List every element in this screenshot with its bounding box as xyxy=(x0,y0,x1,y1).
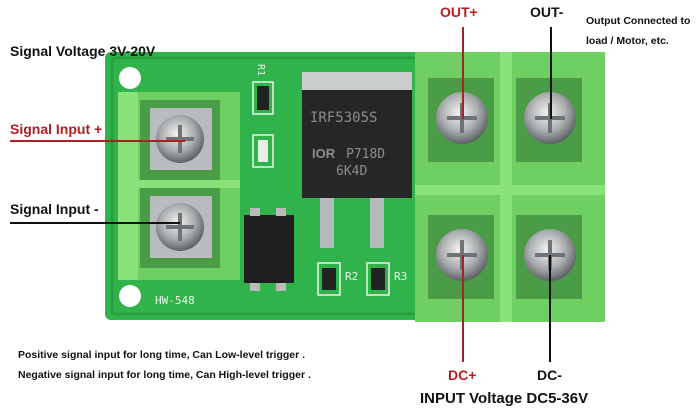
dc-minus-pointer xyxy=(549,255,551,362)
out-plus-pointer xyxy=(462,27,464,119)
out-minus-pointer xyxy=(550,27,552,119)
svg-text:R2: R2 xyxy=(345,270,358,283)
power-terminal-blocks xyxy=(415,52,605,322)
dc-minus-label: DC- xyxy=(537,367,562,383)
dc-plus-label: DC+ xyxy=(448,367,477,383)
svg-text:IRF5305S: IRF5305S xyxy=(310,110,377,126)
signal-voltage-label: Signal Voltage 3V-20V xyxy=(10,43,156,59)
trigger-note-line1: Positive signal input for long time, Can… xyxy=(18,349,306,361)
input-voltage-label: INPUT Voltage DC5-36V xyxy=(420,390,589,407)
signal-input-minus-pointer xyxy=(10,222,180,224)
signal-input-plus-label: Signal Input + xyxy=(10,121,103,137)
trigger-note-line2: Negative signal input for long time, Can… xyxy=(18,369,311,381)
svg-text:R1: R1 xyxy=(255,64,266,76)
svg-text:6K4D: 6K4D xyxy=(336,164,367,179)
svg-text:P718D: P718D xyxy=(346,147,385,162)
svg-text:R3: R3 xyxy=(394,270,407,283)
out-plus-label: OUT+ xyxy=(440,4,478,20)
dc-plus-pointer xyxy=(462,255,464,362)
svg-text:IOR: IOR xyxy=(312,146,336,161)
signal-input-plus-pointer xyxy=(10,140,185,142)
signal-terminal-block xyxy=(118,92,240,280)
output-note-line1: Output Connected to xyxy=(586,15,691,27)
output-note-line2: load / Motor, etc. xyxy=(586,35,669,47)
out-minus-label: OUT- xyxy=(530,4,564,20)
signal-input-minus-label: Signal Input - xyxy=(10,201,99,217)
svg-text:HW-548: HW-548 xyxy=(155,294,195,307)
